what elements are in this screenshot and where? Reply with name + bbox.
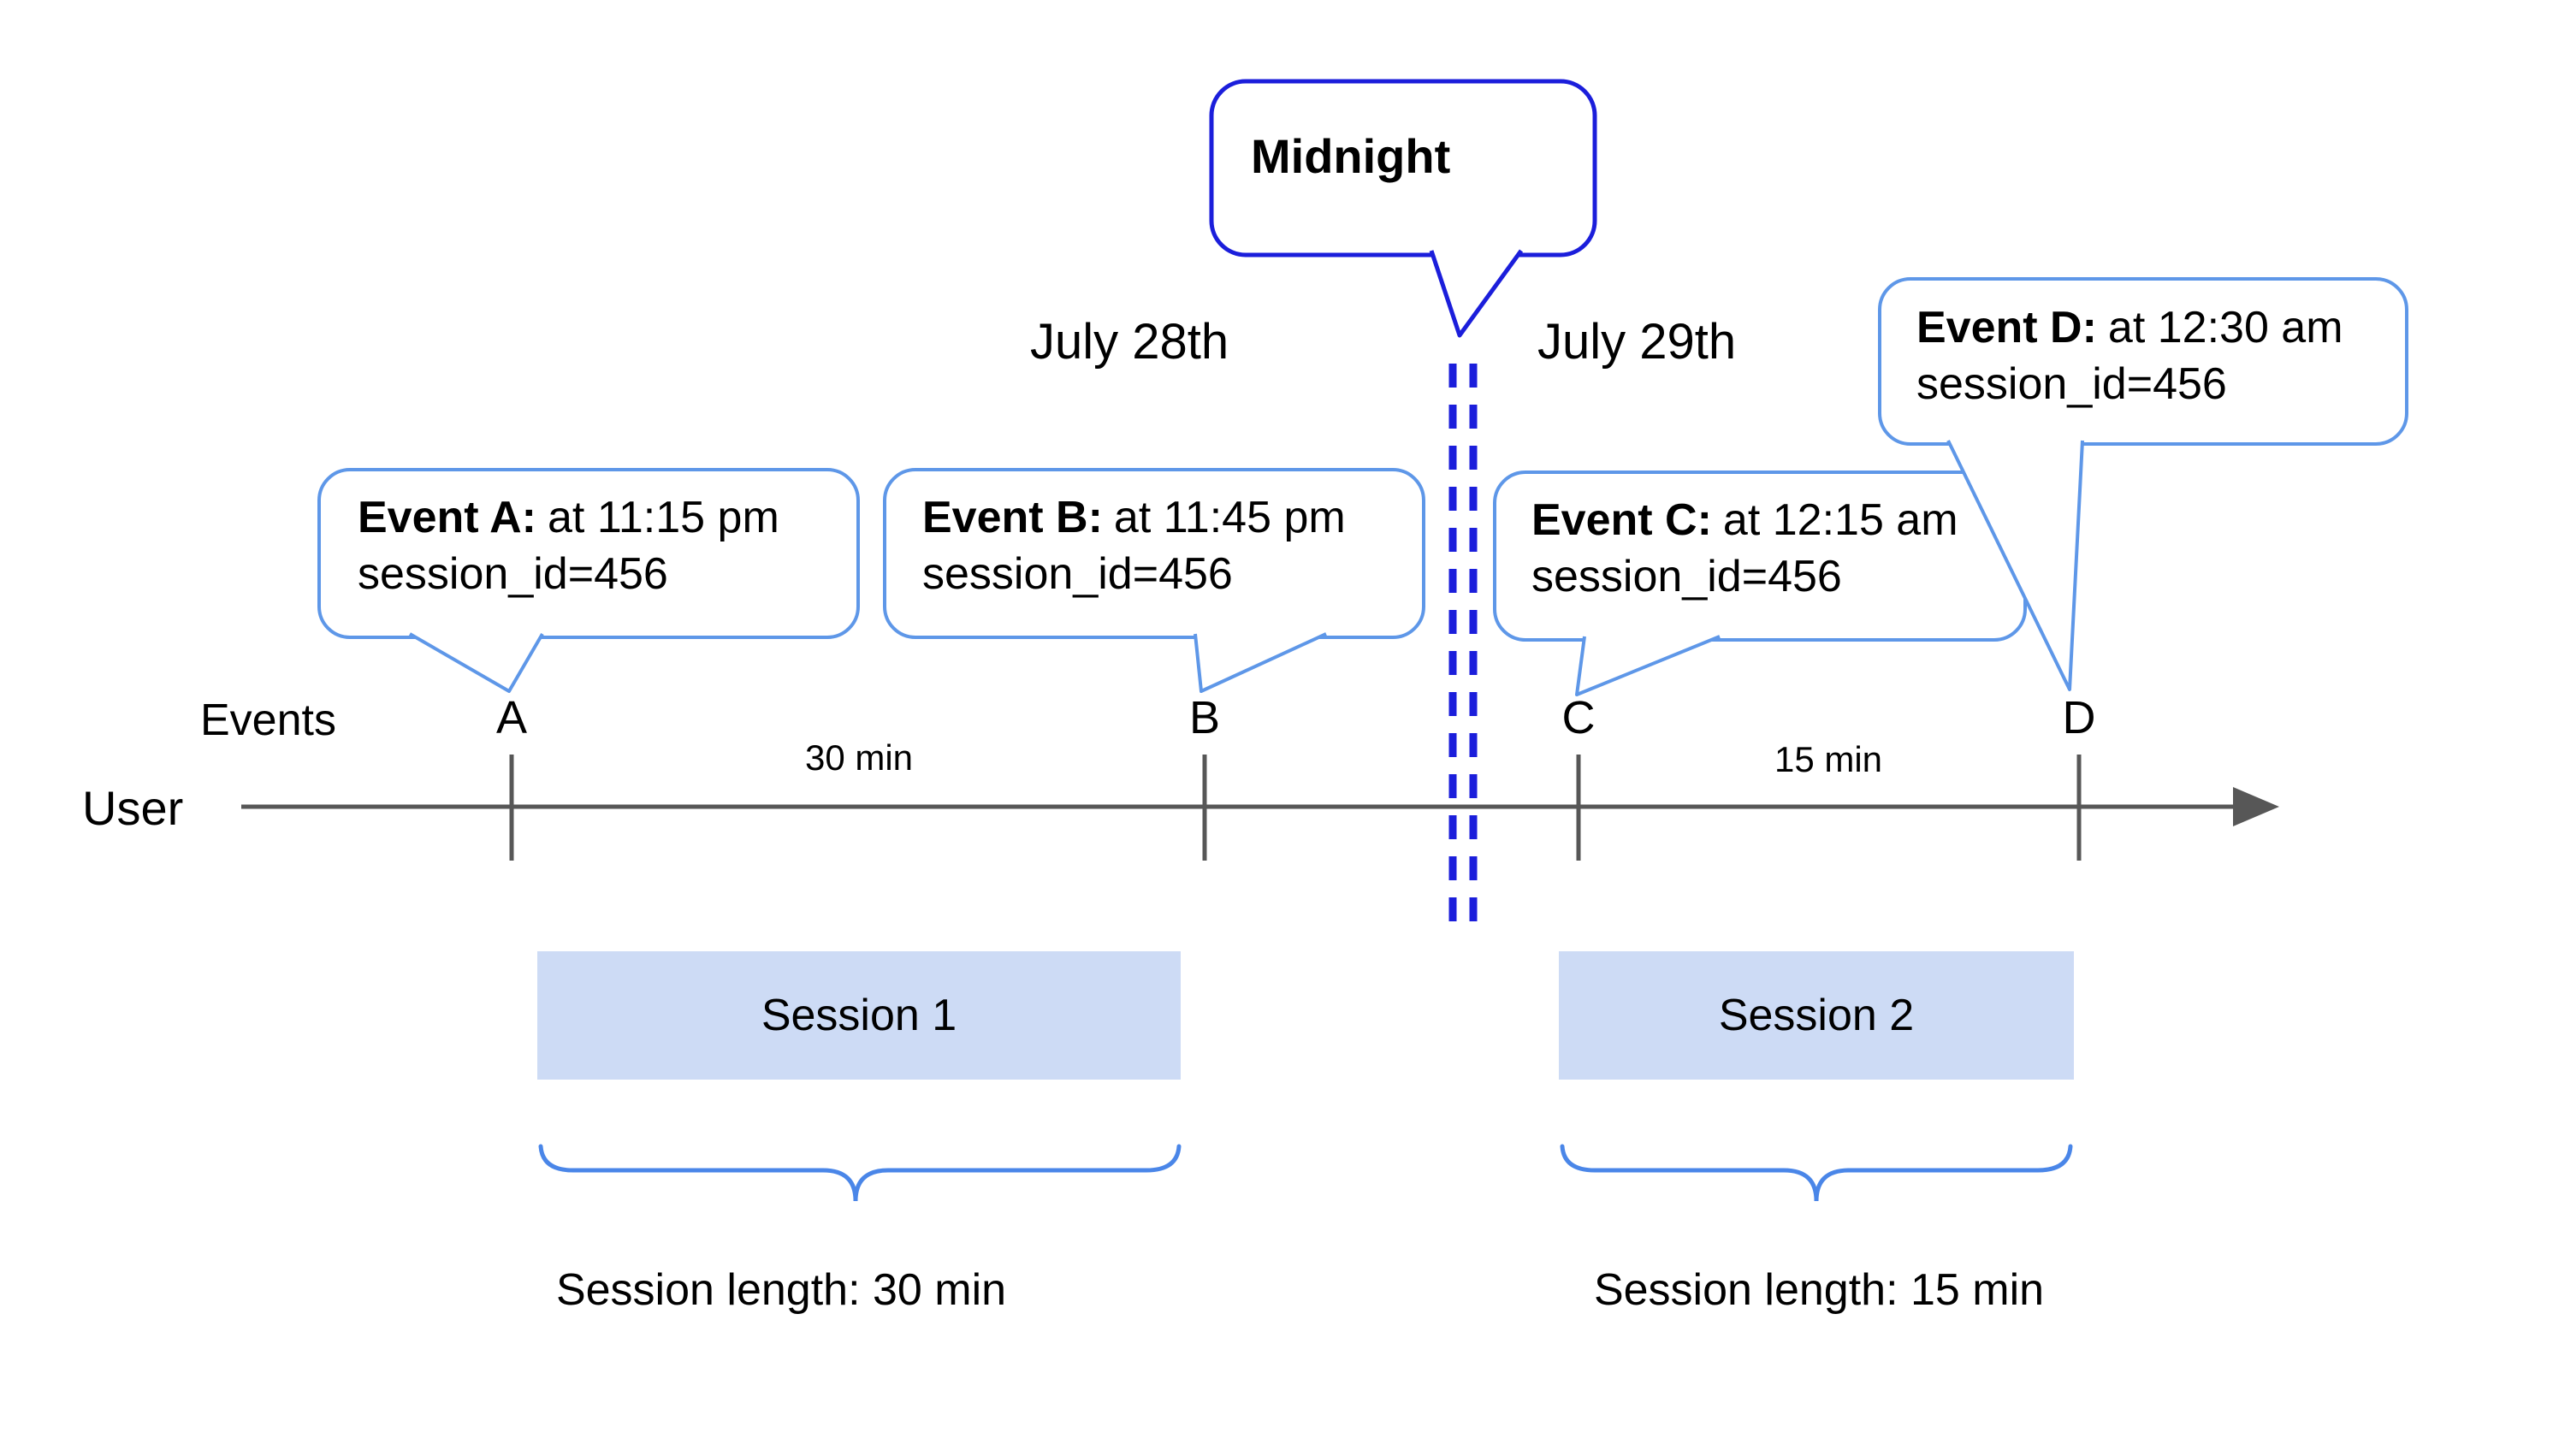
- event-a-callout-line1: Event A:at 11:15 pm: [358, 489, 779, 546]
- event-letter-c: C: [1561, 692, 1596, 743]
- event-c-callout-text: Event C:at 12:15 am session_id=456: [1531, 492, 1958, 605]
- event-c-callout-tail: [1575, 635, 1721, 696]
- event-d-title: Event D:: [1916, 303, 2097, 352]
- interval-a-b-label: 30 min: [804, 737, 914, 778]
- midnight-callout-bubble: [1209, 79, 1597, 257]
- event-a-session-id: session_id=456: [358, 549, 668, 599]
- event-b-callout-text: Event B:at 11:45 pm session_id=456: [922, 489, 1346, 602]
- event-b-callout-tail: [1194, 632, 1327, 693]
- session1-length-label: Session length: 30 min: [555, 1265, 1007, 1315]
- session1-box: Session 1: [537, 951, 1181, 1080]
- midnight-label: Midnight: [1251, 129, 1451, 183]
- event-d-callout-tail: [1946, 440, 2084, 691]
- event-a-callout-tail: [408, 632, 544, 693]
- event-b-callout-bubble: [883, 468, 1425, 639]
- session1-label: Session 1: [761, 991, 957, 1040]
- event-a-callout-bubble: [317, 468, 860, 639]
- timeline-arrowhead-icon: [2233, 787, 2279, 826]
- event-d-callout-bubble: [1878, 277, 2408, 446]
- event-d-callout-line1: Event D:at 12:30 am: [1916, 299, 2343, 356]
- session2-length-label: Session length: 15 min: [1593, 1265, 2045, 1315]
- event-letter-a: A: [495, 692, 528, 743]
- session1-brace: [538, 1144, 1182, 1202]
- date-label-july-28: July 28th: [1030, 314, 1229, 370]
- date-label-july-29: July 29th: [1537, 314, 1737, 370]
- event-d-time: at 12:30 am: [2107, 303, 2343, 352]
- session2-box: Session 2: [1559, 951, 2074, 1080]
- event-b-time: at 11:45 pm: [1113, 493, 1346, 542]
- user-axis-label: User: [82, 781, 184, 835]
- event-c-title: Event C:: [1531, 495, 1712, 545]
- event-b-title: Event B:: [922, 493, 1103, 542]
- event-b-callout-line1: Event B:at 11:45 pm: [922, 489, 1346, 546]
- event-a-time: at 11:15 pm: [548, 493, 779, 542]
- session2-brace: [1560, 1144, 2073, 1202]
- events-axis-label: Events: [200, 695, 336, 745]
- event-a-callout-text: Event A:at 11:15 pm session_id=456: [358, 489, 779, 602]
- event-c-callout-line1: Event C:at 12:15 am: [1531, 492, 1958, 548]
- event-c-time: at 12:15 am: [1722, 495, 1958, 545]
- midnight-callout-tail: [1429, 249, 1524, 338]
- event-c-session-id: session_id=456: [1531, 552, 1842, 601]
- event-a-title: Event A:: [358, 493, 536, 542]
- event-letter-b: B: [1188, 692, 1221, 743]
- session2-label: Session 2: [1718, 991, 1915, 1040]
- interval-c-d-label: 15 min: [1774, 739, 1883, 779]
- event-letter-d: D: [2062, 692, 2096, 743]
- event-b-session-id: session_id=456: [922, 549, 1233, 599]
- event-d-session-id: session_id=456: [1916, 359, 2227, 409]
- event-d-callout-text: Event D:at 12:30 am session_id=456: [1916, 299, 2343, 412]
